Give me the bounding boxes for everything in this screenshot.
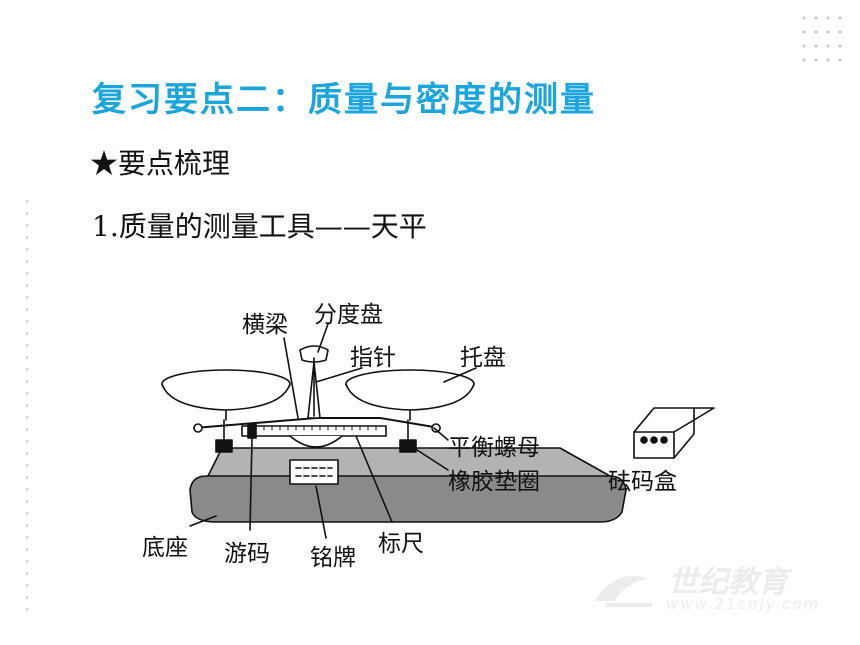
watermark-logo-icon — [594, 575, 652, 607]
rubber-ring-right — [399, 439, 417, 453]
label-pointer: 指针 — [350, 345, 396, 371]
label-balance-nut: 平衡螺母 — [448, 435, 540, 461]
label-rubber-ring: 橡胶垫圈 — [448, 469, 540, 495]
section-heading: ★要点梳理 — [90, 147, 231, 180]
watermark: 世纪教育 www.21cnjy.com — [588, 555, 838, 620]
watermark-url: www.21cnjy.com — [666, 595, 821, 613]
slide-title: 复习要点二：质量与密度的测量 — [92, 80, 596, 120]
rider-block — [247, 423, 257, 439]
corner-dot-grid — [802, 16, 842, 62]
watermark-brand: 世纪教育 — [668, 565, 788, 600]
label-weight-box: 砝码盒 — [608, 469, 677, 495]
label-base: 底座 — [142, 535, 188, 561]
label-scale-dial: 分度盘 — [314, 302, 383, 328]
scale-dial — [299, 345, 329, 363]
side-dot-line — [26, 200, 28, 620]
label-scale-ruler: 标尺 — [378, 531, 424, 557]
label-beam: 横梁 — [242, 312, 288, 338]
base-shape — [189, 469, 627, 523]
balance-nut-right — [431, 423, 441, 433]
balance-diagram: 横梁 分度盘 指针 托盘 平衡螺母 橡胶垫圈 砝码盒 底座 游码 铭牌 标尺 — [130, 290, 730, 590]
beam — [193, 417, 441, 429]
label-pan: 托盘 — [460, 345, 506, 371]
label-rider: 游码 — [224, 541, 270, 567]
weight-box — [633, 407, 715, 459]
point-heading: 1.质量的测量工具——天平 — [92, 210, 427, 243]
balance-nut-left — [193, 423, 203, 433]
balance-drawing — [161, 323, 715, 539]
label-nameplate: 铭牌 — [310, 545, 356, 571]
rubber-ring-left — [215, 439, 233, 453]
nameplate-plate — [289, 459, 339, 485]
